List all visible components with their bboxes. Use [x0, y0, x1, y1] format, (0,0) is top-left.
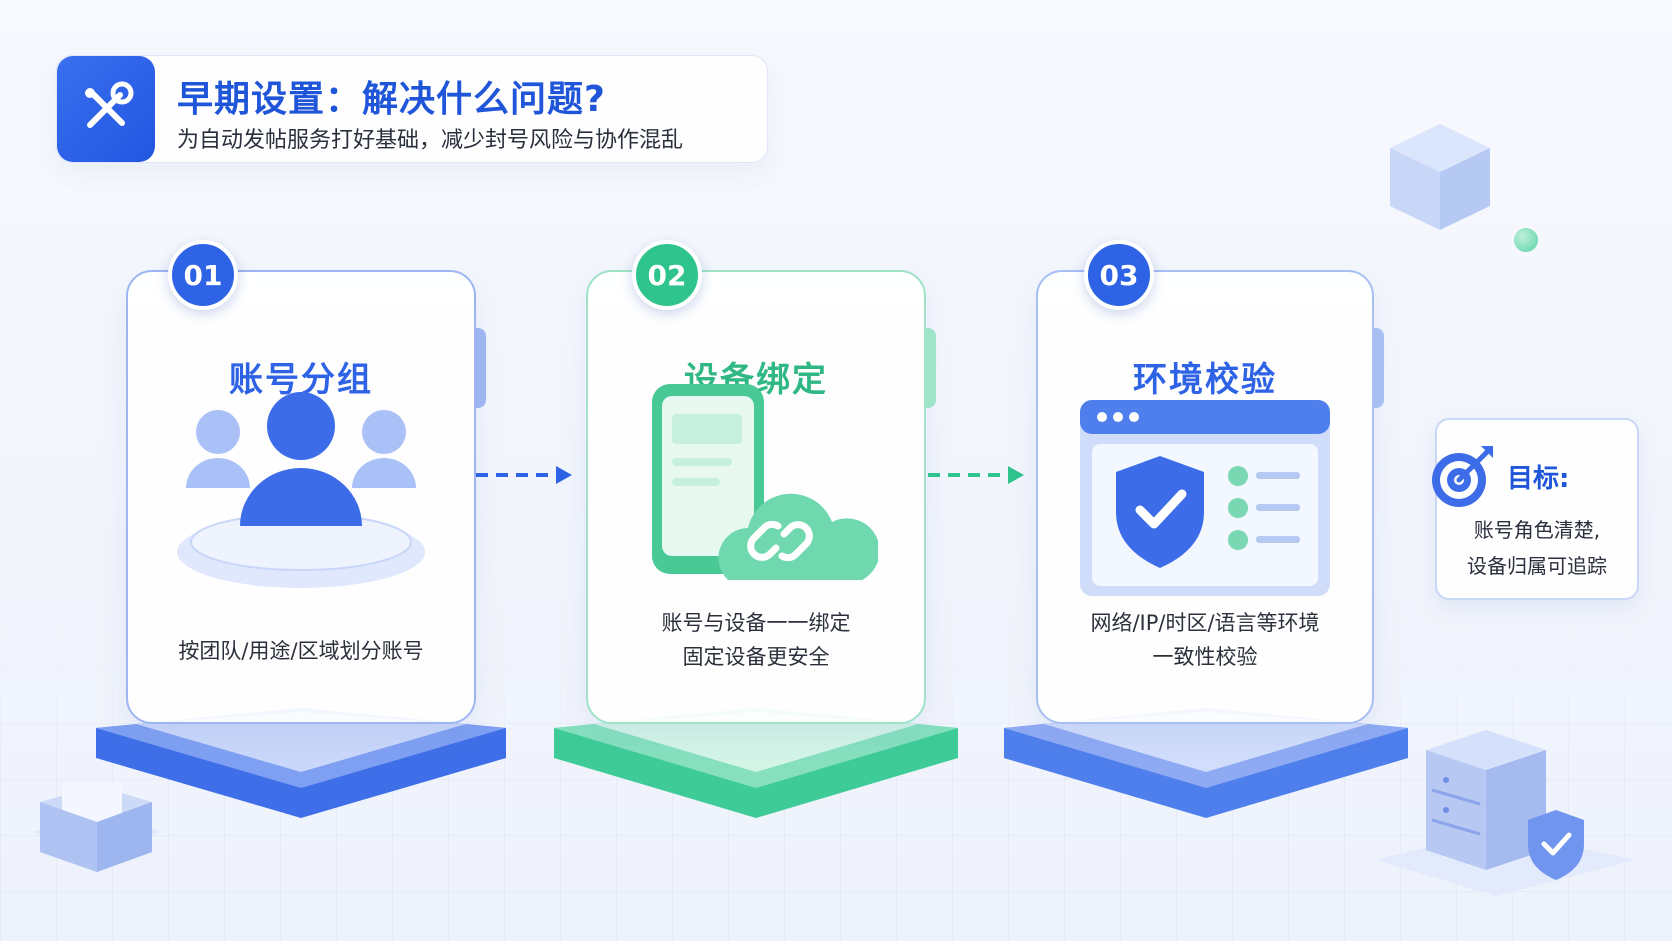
decorative-cube-icon — [1390, 124, 1490, 230]
phone-cloud-link-icon — [652, 384, 878, 580]
step-3-title: 环境校验 — [1133, 360, 1277, 400]
step-2-base-platform — [554, 708, 958, 818]
header-panel: 早期设置：解决什么问题? 为自动发帖服务打好基础，减少封号风险与协作混乱 — [56, 55, 768, 163]
step-3-card: 环境校验 网络/IP/时区/语言等环境 一致性校验 — [1036, 270, 1384, 724]
shield-check-window-icon — [1080, 400, 1330, 596]
step-2-number-badge: 02 — [632, 240, 702, 310]
goal-panel: 目标: 账号角色清楚, 设备归属可追踪 — [1432, 418, 1639, 600]
step-3-base-platform — [1004, 708, 1408, 818]
arrow-step-1-to-2 — [476, 466, 572, 484]
decorative-dot — [1514, 228, 1538, 252]
step-1-base-platform — [96, 708, 506, 818]
step-2-card: 设备绑定 账号与设备一一绑定 固定设备更安全 — [586, 270, 936, 724]
step-2-description: 账号与设备一一绑定 固定设备更安全 — [661, 611, 851, 669]
goal-line-1: 账号角色清楚, — [1473, 518, 1601, 542]
goal-line-2: 设备归属可追踪 — [1467, 554, 1607, 578]
step-card-3: 环境校验 网络/IP/时区/语言等环境 一致性校验 03 — [990, 240, 1420, 840]
user-group-icon — [177, 392, 425, 588]
wrench-screwdriver-icon — [57, 56, 155, 162]
arrow-step-2-to-3 — [928, 466, 1024, 484]
step-card-1: 账号分组 按团队/用途/区域划分账号 01 — [82, 240, 506, 840]
step-1-card: 账号分组 按团队/用途/区域划分账号 — [126, 270, 486, 724]
page-subtitle: 为自动发帖服务打好基础，减少封号风险与协作混乱 — [177, 128, 684, 153]
step-card-2: 设备绑定 账号与设备一一绑定 固定设备更安全 02 — [540, 240, 970, 840]
decorative-server-shield-icon — [1376, 730, 1636, 896]
page-title: 早期设置：解决什么问题? — [177, 79, 606, 120]
step-1-description: 按团队/用途/区域划分账号 — [178, 639, 424, 663]
decorative-folder-box-icon — [32, 782, 162, 872]
goal-title: 目标: — [1507, 464, 1570, 494]
target-icon — [1432, 446, 1493, 507]
step-3-description: 网络/IP/时区/语言等环境 一致性校验 — [1090, 611, 1320, 669]
step-1-number-badge: 01 — [168, 240, 238, 310]
step-3-number-badge: 03 — [1084, 240, 1154, 310]
